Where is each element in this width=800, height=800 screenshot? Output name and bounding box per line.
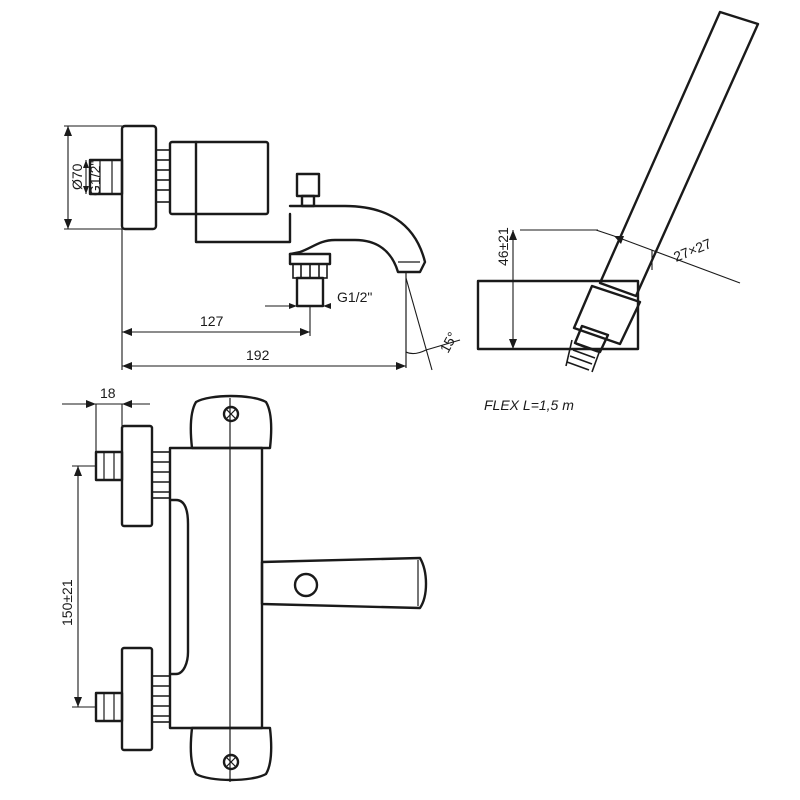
dim-height-text: 46±21 <box>495 227 511 266</box>
main-body <box>168 446 264 730</box>
dim-150-text: 150±21 <box>59 579 75 626</box>
shower-outlet-connector <box>295 276 325 308</box>
dim-angle-text: 15° <box>437 329 461 355</box>
dim-192-text: 192 <box>246 347 270 363</box>
side-view-mixer <box>88 124 427 368</box>
dim-127-text: 127 <box>200 313 224 329</box>
wall-flange <box>120 124 158 231</box>
handle-cylinder <box>168 140 270 216</box>
top-cap-screw <box>222 405 240 423</box>
spout <box>288 204 427 274</box>
diverter-knob <box>295 172 321 198</box>
flex-hose-note: FLEX L=1,5 m <box>484 397 574 413</box>
wall-holder <box>476 279 640 351</box>
bottom-cap <box>189 726 273 782</box>
hose-thread <box>565 339 601 373</box>
mixer-body <box>194 212 292 244</box>
flange-lower <box>120 646 154 752</box>
dimension-diameter: Ø70 <box>64 125 126 230</box>
shower-handle <box>598 10 760 298</box>
dimension-127: 127 <box>121 229 311 370</box>
top-cap <box>189 394 273 450</box>
holder-collar <box>572 284 642 346</box>
dimension-angle: 15° <box>405 277 461 371</box>
bottom-cap-screw <box>222 753 240 771</box>
flange-upper <box>120 424 154 528</box>
dimension-thread-spout: G1/2" <box>265 289 372 309</box>
spout-top-view <box>260 556 428 610</box>
dimension-section: 27×27 <box>595 229 741 284</box>
connector-lower <box>94 691 124 723</box>
dimension-18: 18 <box>62 385 150 452</box>
eccentric-connector <box>88 158 124 196</box>
dim-thread-spout-text: G1/2" <box>337 289 372 305</box>
union-nut <box>155 149 171 203</box>
dimension-height: 46±21 <box>495 227 598 349</box>
dimension-150: 150±21 <box>59 465 96 708</box>
connector-upper <box>94 450 124 482</box>
dim-thread-vertical-text: G1/2" <box>87 161 103 196</box>
body-connection <box>168 498 190 676</box>
hand-shower-view <box>476 10 760 373</box>
diverter-top-view <box>293 572 319 598</box>
top-view-mixer <box>94 394 428 782</box>
dimension-thread-vertical: G1/2" <box>83 160 103 196</box>
nut-lower <box>151 675 171 723</box>
dim-diameter-text: Ø70 <box>69 163 85 190</box>
dim-18-text: 18 <box>100 385 116 401</box>
dimension-192: 192 <box>122 347 406 370</box>
dim-section-text: 27×27 <box>671 235 714 265</box>
nut-upper <box>151 451 171 499</box>
